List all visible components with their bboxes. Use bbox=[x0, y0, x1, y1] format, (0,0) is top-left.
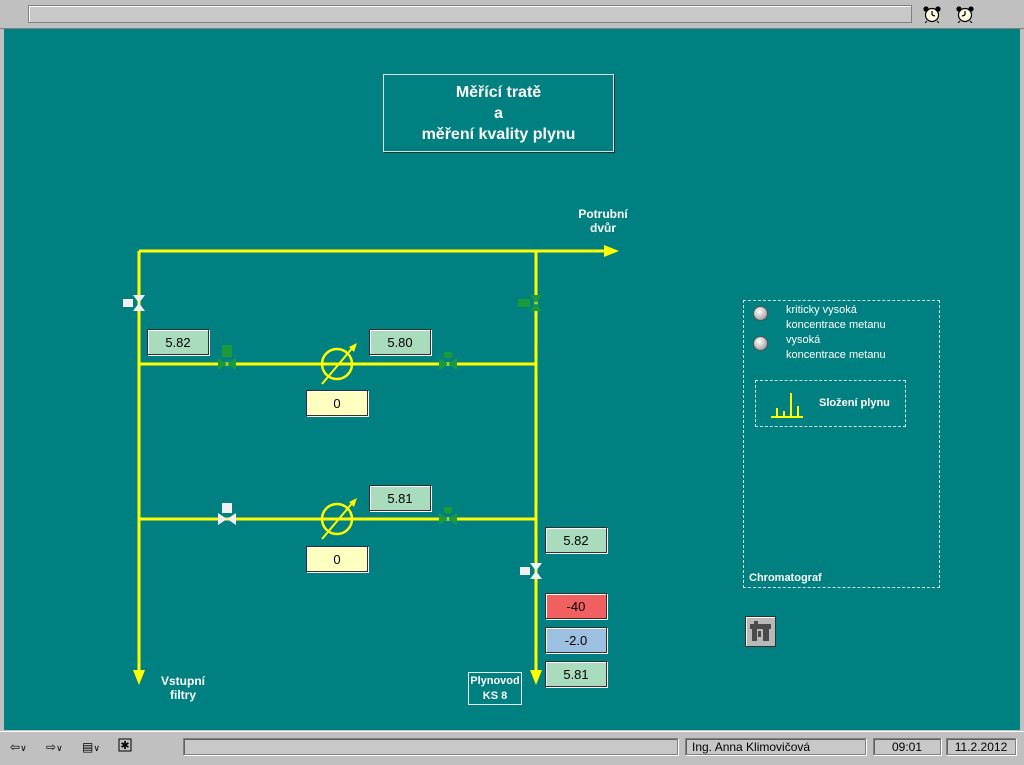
label-line: dvůr bbox=[589, 221, 616, 235]
chevron-down-icon: ∨ bbox=[56, 743, 63, 753]
gas-composition-button[interactable]: Složení plynu bbox=[755, 380, 906, 427]
valve-line2-out-icon[interactable] bbox=[439, 507, 457, 525]
led-label-line: koncentrace metanu bbox=[786, 349, 886, 361]
chevron-down-icon: ∨ bbox=[93, 743, 100, 753]
flowmeter-icon[interactable] bbox=[320, 343, 357, 385]
flowmeter-icon[interactable] bbox=[320, 498, 357, 540]
line2-flow-value: 0 bbox=[306, 546, 368, 572]
led-label: vysoká koncentrace metanu bbox=[786, 333, 886, 363]
message-field bbox=[28, 5, 912, 23]
process-canvas bbox=[4, 29, 1020, 730]
led-label-line: vysoká bbox=[786, 334, 821, 346]
line1-pressure-in-value: 5.82 bbox=[147, 329, 209, 355]
top-toolbar bbox=[0, 0, 1024, 29]
valve-header-icon[interactable] bbox=[518, 295, 542, 311]
status-led-icon bbox=[753, 336, 768, 351]
machine-overview-button[interactable] bbox=[745, 616, 776, 647]
led-critical-methane: kriticky vysoká koncentrace metanu bbox=[753, 303, 886, 333]
machine-icon bbox=[750, 621, 771, 641]
alarm-clock-ack-icon[interactable] bbox=[955, 5, 975, 23]
back-button[interactable]: ⇦∨ bbox=[10, 740, 27, 754]
label-plynovod[interactable]: Plynovod KS 8 bbox=[468, 672, 522, 705]
page-title: Měřící tratě a měření kvality plynu bbox=[383, 74, 614, 152]
valve-outlet-icon[interactable] bbox=[520, 563, 542, 579]
status-led-icon bbox=[753, 306, 768, 321]
gas-composition-label: Složení plynu bbox=[819, 397, 890, 409]
chevron-down-icon: ∨ bbox=[20, 743, 27, 753]
label-line: Vstupní bbox=[161, 674, 205, 688]
led-high-methane: vysoká koncentrace metanu bbox=[753, 333, 886, 363]
forward-arrow-icon: ⇨ bbox=[46, 740, 57, 754]
date-field: 11.2.2012 bbox=[946, 738, 1016, 755]
screens-menu-icon: ▤ bbox=[82, 740, 94, 754]
screens-menu-button[interactable]: ▤∨ bbox=[82, 740, 100, 754]
settings-icon: ✱ bbox=[118, 738, 132, 752]
valve-line1-out-icon[interactable] bbox=[439, 352, 457, 370]
valve-inlet-icon[interactable] bbox=[123, 295, 145, 311]
back-arrow-icon: ⇦ bbox=[10, 740, 21, 754]
label-line: Plynovod bbox=[470, 675, 520, 687]
line1-flow-value: 0 bbox=[306, 390, 368, 416]
status-bar: ⇦∨ ⇨∨ ▤∨ ✱ Ing. Anna Klimovičová 09:01 1… bbox=[0, 731, 1024, 765]
user-name-field: Ing. Anna Klimovičová bbox=[685, 738, 866, 755]
forward-button[interactable]: ⇨∨ bbox=[46, 740, 63, 754]
label-line: KS 8 bbox=[482, 690, 508, 702]
settings-button[interactable]: ✱ bbox=[118, 738, 132, 752]
chromatograph-panel bbox=[743, 300, 940, 588]
line2-pressure-out-value: 5.81 bbox=[369, 485, 431, 511]
label-line: filtry bbox=[169, 688, 196, 702]
label-vstupni-filtry: Vstupní filtry bbox=[148, 674, 218, 702]
valve-line1-in-icon[interactable] bbox=[218, 345, 236, 370]
arrow-right-icon bbox=[604, 245, 619, 257]
time-field: 09:01 bbox=[873, 738, 941, 755]
label-line: Potrubní bbox=[578, 207, 628, 221]
title-line: a bbox=[494, 105, 503, 122]
led-label-line: koncentrace metanu bbox=[786, 319, 886, 331]
status-message-field bbox=[183, 738, 678, 755]
outlet-alarm-value: -40 bbox=[545, 593, 607, 619]
led-label: kriticky vysoká koncentrace metanu bbox=[786, 303, 886, 333]
arrow-down-icon bbox=[530, 670, 542, 685]
arrow-down-icon bbox=[133, 670, 145, 685]
title-line: měření kvality plynu bbox=[421, 126, 576, 143]
outlet-temperature-value: -2.0 bbox=[545, 627, 607, 653]
line1-pressure-out-value: 5.80 bbox=[369, 329, 431, 355]
outlet-pressure-value: 5.82 bbox=[545, 527, 607, 553]
chromatograph-label: Chromatograf bbox=[749, 572, 822, 584]
valve-line2-in-icon[interactable] bbox=[218, 503, 236, 525]
alarm-clock-icon[interactable] bbox=[922, 5, 942, 23]
chromatogram-icon bbox=[771, 393, 803, 418]
label-potrubni-dvur: Potrubní dvůr bbox=[568, 207, 638, 235]
outlet-pressure2-value: 5.81 bbox=[545, 661, 607, 687]
led-label-line: kriticky vysoká bbox=[786, 304, 857, 316]
svg-text:✱: ✱ bbox=[120, 739, 129, 752]
title-line: Měřící tratě bbox=[455, 84, 542, 101]
